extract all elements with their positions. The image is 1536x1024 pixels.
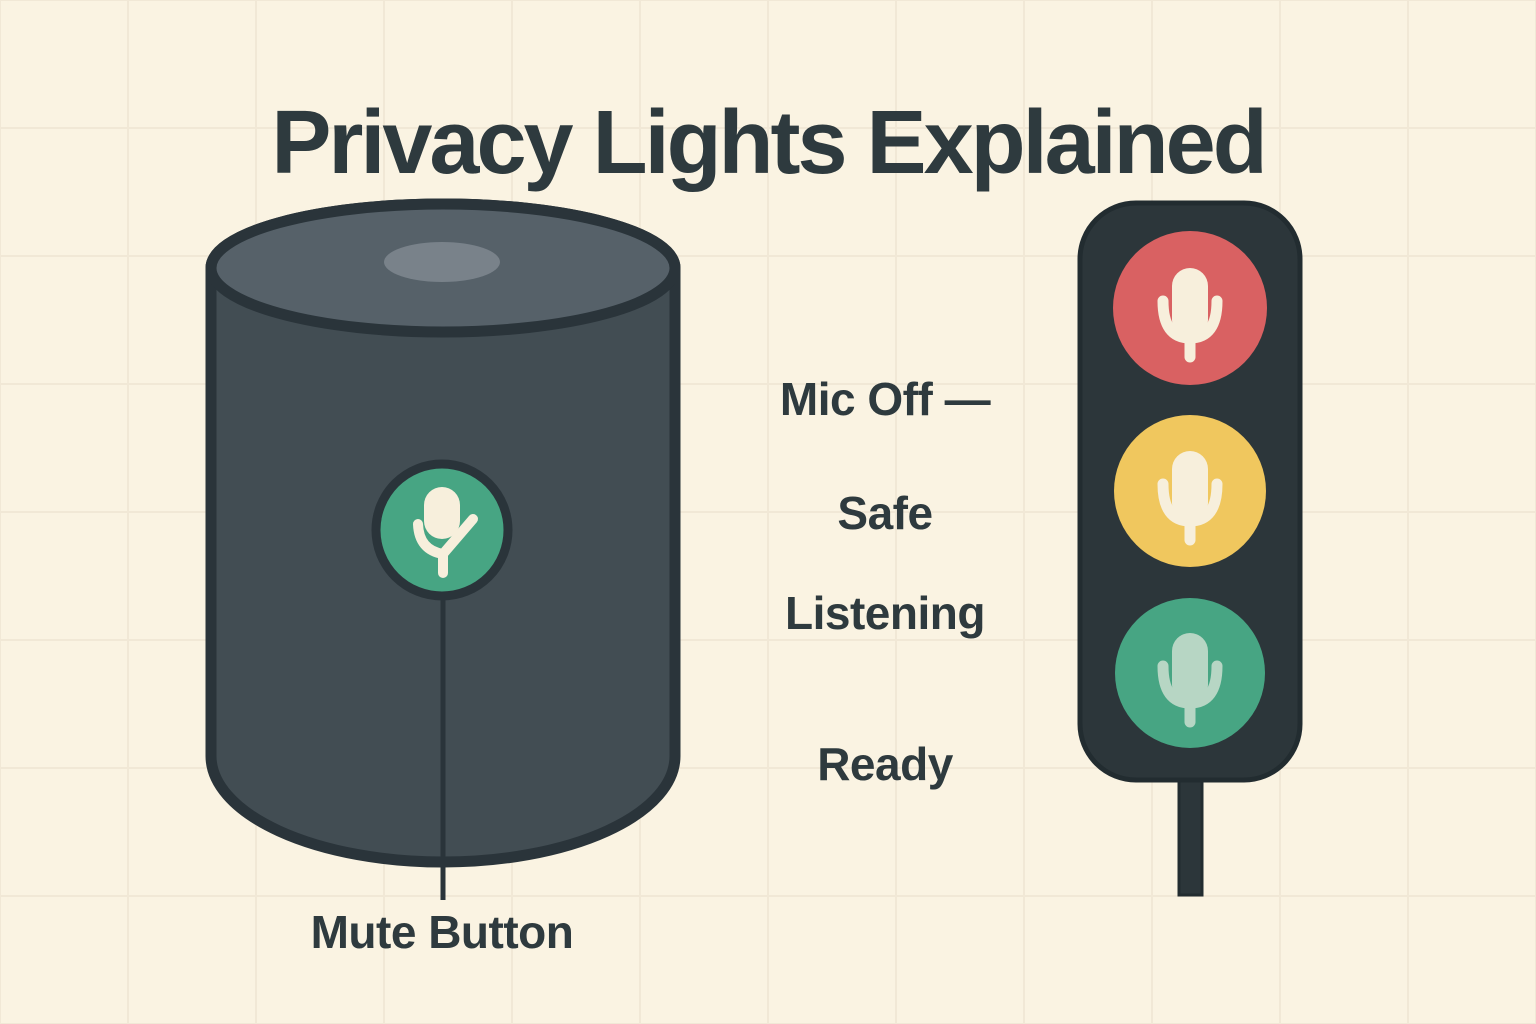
- ready-light: [1115, 598, 1265, 748]
- microphone-icon: [1157, 633, 1223, 728]
- label-ready: Ready: [817, 738, 953, 790]
- page-title: Privacy Lights Explained: [271, 93, 1267, 194]
- label-mic-off-line1: Mic Off —: [779, 373, 991, 425]
- traffic-light-pole: [1177, 766, 1204, 897]
- microphone-icon: [1157, 268, 1223, 363]
- listening-light: [1114, 415, 1266, 567]
- speaker-top-highlight: [384, 242, 500, 282]
- microphone-icon: [413, 487, 478, 578]
- smart-speaker-svg: [205, 198, 681, 900]
- mute-button: [371, 459, 513, 601]
- traffic-light-illustration: [1070, 198, 1330, 908]
- mic-off-light: [1113, 231, 1267, 385]
- traffic-light-svg: [1077, 200, 1303, 897]
- microphone-icon: [1157, 451, 1223, 546]
- label-mic-off-line2: Safe: [837, 487, 933, 539]
- label-mic-off-safe: Mic Off — Safe: [705, 314, 1065, 542]
- mute-button-label: Mute Button: [310, 906, 574, 958]
- smart-speaker-illustration: [193, 196, 693, 926]
- label-listening: Listening: [785, 587, 985, 639]
